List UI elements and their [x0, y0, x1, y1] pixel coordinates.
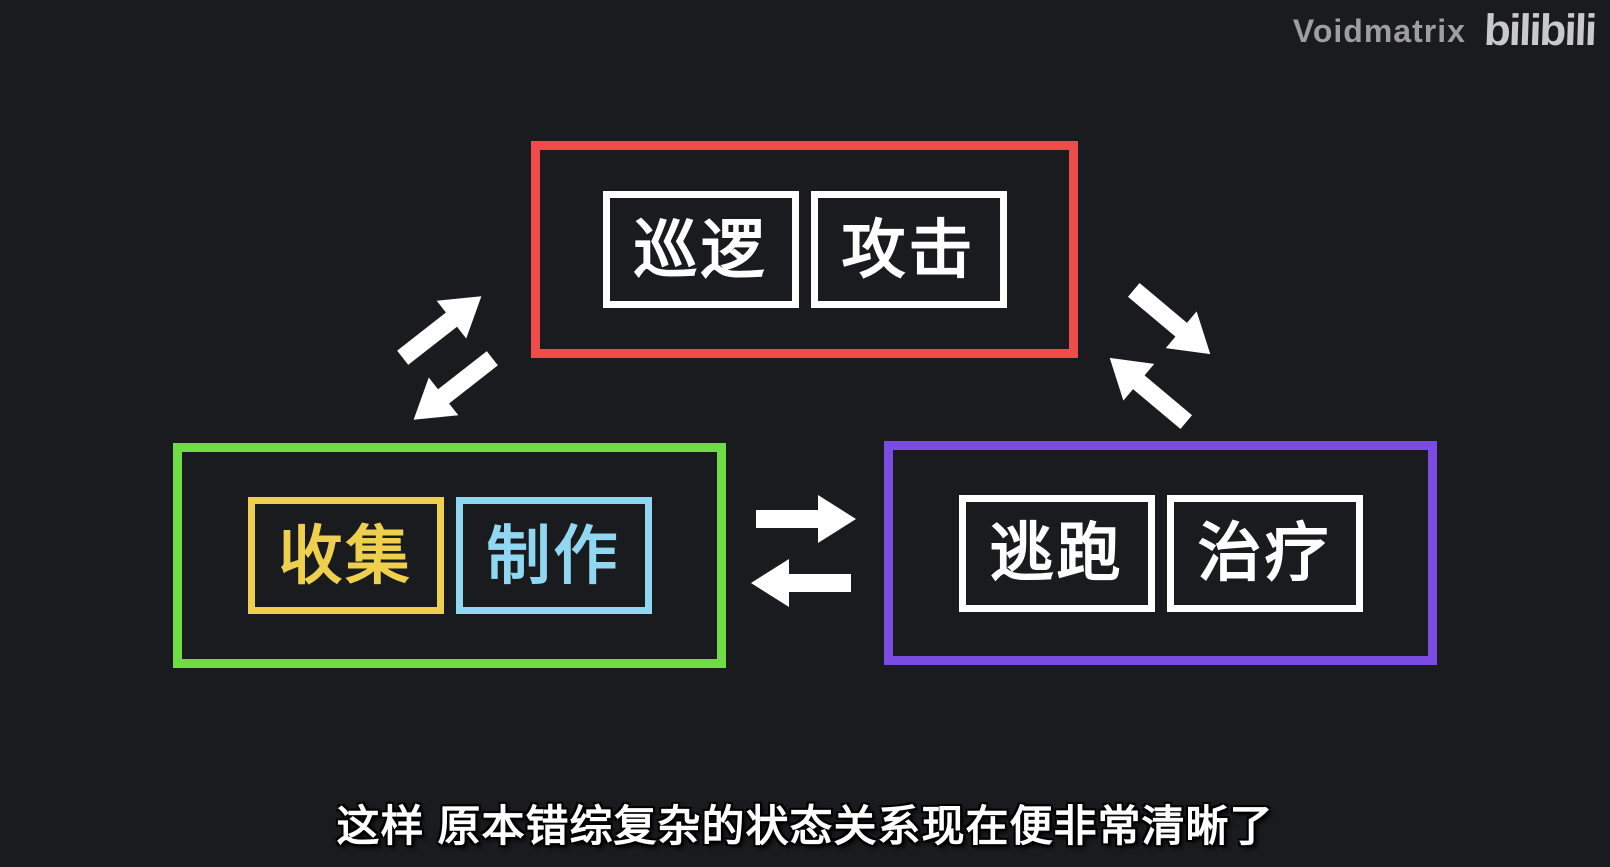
state-group-gather: 收集 制作: [173, 443, 726, 668]
arrow-combat-to-survival-icon: [1117, 270, 1227, 374]
state-box-collect: 收集: [247, 497, 444, 614]
arrow-combat-to-gather-icon: [398, 338, 509, 441]
state-box-flee: 逃跑: [958, 494, 1155, 612]
state-label-heal: 治疗: [1197, 517, 1332, 589]
bilibili-logo: bilibili: [1483, 6, 1596, 55]
subtitle-caption: 这样 原本错综复杂的状态关系现在便非常清晰了: [336, 803, 1274, 851]
watermark: Voidmatrix bilibili: [1292, 6, 1596, 56]
state-box-attack: 攻击: [810, 191, 1007, 308]
state-label-attack: 攻击: [841, 213, 976, 286]
arrow-survival-to-gather-icon: [751, 557, 851, 609]
state-label-patrol: 巡逻: [633, 213, 768, 286]
state-label-flee: 逃跑: [989, 517, 1124, 589]
arrow-survival-to-combat-icon: [1093, 338, 1203, 442]
state-group-combat: 巡逻 攻击: [531, 141, 1078, 358]
state-box-patrol: 巡逻: [602, 191, 799, 308]
state-label-craft: 制作: [486, 519, 621, 592]
state-label-collect: 收集: [278, 519, 413, 592]
state-group-survival: 逃跑 治疗: [884, 441, 1437, 665]
arrow-gather-to-combat-icon: [387, 276, 498, 379]
state-box-heal: 治疗: [1166, 494, 1363, 612]
arrow-gather-to-survival-icon: [756, 493, 856, 545]
state-box-craft: 制作: [455, 497, 652, 614]
watermark-author: Voidmatrix: [1292, 12, 1466, 49]
